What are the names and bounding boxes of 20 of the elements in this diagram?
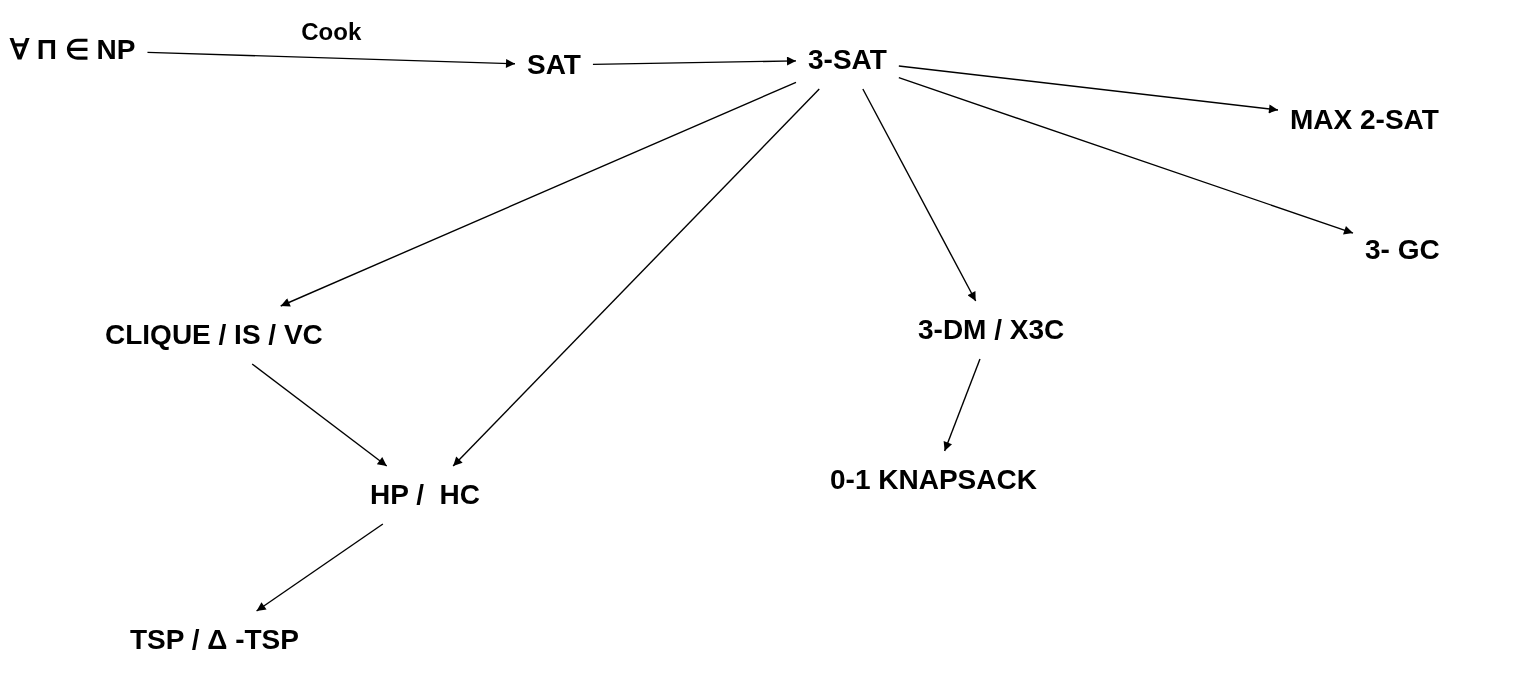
node-label: 0-1 KNAPSACK (830, 463, 1037, 497)
node-label: 3-DM / X3C (918, 313, 1065, 347)
arrow (943, 358, 981, 452)
arrow (146, 51, 516, 68)
arrow (592, 56, 797, 66)
node-label: MAX 2-SAT (1290, 103, 1439, 137)
arrow (898, 76, 1354, 235)
arrow (280, 81, 797, 307)
node-label: 3-SAT (808, 43, 887, 77)
arrow (255, 523, 384, 612)
node-label: SAT (527, 48, 581, 82)
node-label: CLIQUE / IS / VC (105, 318, 323, 352)
node-label: ∀ Π ∈ NP (10, 33, 136, 67)
node-label: HP / HC (370, 478, 480, 512)
node-label: TSP / Δ -TSP (130, 623, 299, 657)
arrow (251, 363, 388, 467)
arrow (898, 65, 1279, 114)
node-label: 3- GC (1365, 233, 1440, 267)
arrow (452, 88, 820, 467)
arrow (862, 88, 977, 302)
